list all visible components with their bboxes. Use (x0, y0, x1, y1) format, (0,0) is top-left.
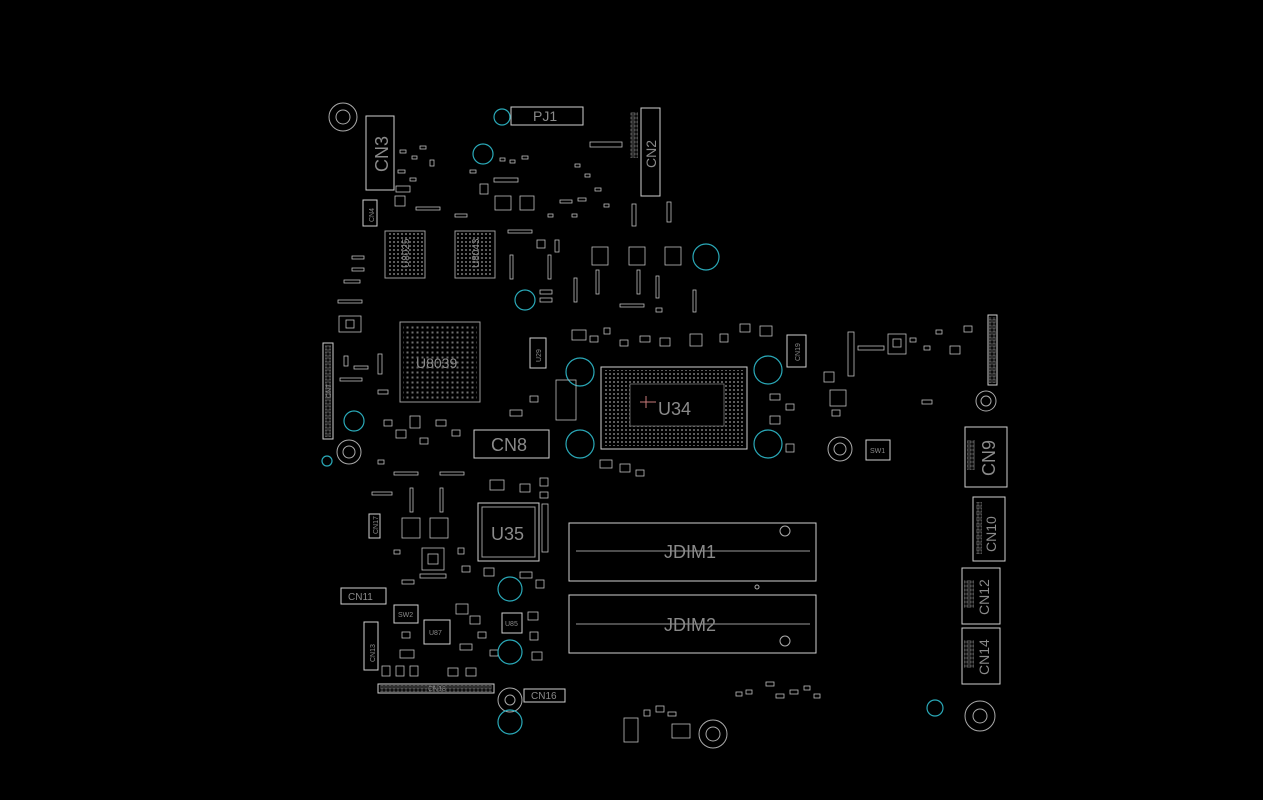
cn18-label: CN18 (428, 686, 446, 693)
u34-label: U34 (658, 399, 691, 419)
via-hole (514, 289, 536, 311)
switch-sw1[interactable]: SW1 (865, 439, 891, 461)
smd-cluster-left-mid (393, 517, 471, 585)
cn17-label: CN17 (373, 516, 380, 534)
cn7-label: CN7 (326, 384, 333, 398)
chip-u87[interactable]: U87 (423, 619, 451, 645)
connector-cn18[interactable]: CN18 (377, 683, 495, 694)
smd-cluster-top (394, 141, 672, 253)
chip-u85[interactable]: U85 (501, 612, 523, 634)
cn8-label: CN8 (491, 435, 527, 455)
connector-cn11[interactable]: CN11 (340, 587, 387, 605)
mounting-hole-mid-right (827, 436, 853, 462)
cn4-label: CN4 (369, 208, 376, 222)
connector-pj1[interactable]: PJ1 (493, 106, 584, 126)
pj1-label: PJ1 (533, 108, 557, 124)
mounting-hole-top-left (328, 102, 358, 132)
cn12-label: CN12 (976, 579, 992, 615)
u29-label: U29 (536, 349, 543, 362)
chip-u8039[interactable]: U8039 (399, 321, 481, 403)
smd-cluster-left-lower (371, 415, 465, 513)
smd-cluster-right-top (823, 325, 973, 417)
connector-cn7[interactable]: CN7 (322, 342, 334, 440)
connector-cn19[interactable]: CN19 (786, 334, 807, 368)
smd-cluster-u35-area (483, 477, 549, 589)
cn19-label: CN19 (795, 343, 802, 361)
via-hole (692, 243, 720, 271)
mounting-hole-left-mid (336, 439, 362, 465)
via-hole (497, 709, 523, 735)
jdim2-label: JDIM2 (664, 615, 716, 635)
connector-cn3[interactable]: CN3 (365, 115, 395, 191)
smd-cluster-left (337, 255, 389, 395)
cn9-label: CN9 (979, 440, 999, 476)
chip-u8025[interactable]: U8025 (384, 230, 426, 279)
u35-label: U35 (491, 524, 524, 544)
jdim1-label: JDIM1 (664, 542, 716, 562)
holes-around-cpu (565, 355, 783, 459)
switch-sw2[interactable]: SW2 (393, 604, 419, 624)
connector-cn4[interactable]: CN4 (362, 199, 378, 227)
sw1-label: SW1 (870, 448, 885, 455)
dimm-slot-jdim2[interactable]: JDIM2 (568, 594, 817, 654)
connector-cn10[interactable]: CN10 (972, 496, 1006, 562)
mounting-hole-right-top (975, 390, 997, 412)
cn11-label: CN11 (348, 592, 373, 603)
via-hole (497, 576, 523, 602)
chip-u8043[interactable]: U8043 (454, 230, 496, 279)
connector-cn2[interactable]: CN2 (630, 107, 661, 197)
u8039-label: U8039 (416, 355, 457, 371)
connector-right-strip[interactable] (987, 314, 998, 386)
via-hole (497, 639, 523, 665)
u8025-label: U8025 (401, 238, 412, 268)
via-hole (321, 455, 333, 467)
via-hole (343, 410, 365, 432)
u87-label: U87 (429, 630, 442, 637)
chip-u35[interactable]: U35 (477, 502, 540, 562)
chip-u29[interactable]: U29 (529, 337, 547, 369)
smd-cluster-mid-top (509, 246, 697, 313)
connector-cn17[interactable]: CN17 (368, 513, 381, 539)
sw2-label: SW2 (398, 612, 413, 619)
connector-cn14[interactable]: CN14 (961, 627, 1001, 685)
connector-cn12[interactable]: CN12 (961, 567, 1001, 625)
mounting-hole-bottom-mid (497, 687, 523, 713)
cn10-label: CN10 (983, 516, 999, 552)
cn2-label: CN2 (643, 140, 659, 168)
connector-cn9[interactable]: CN9 (964, 426, 1008, 488)
via-hole (926, 699, 944, 717)
mounting-hole-bottom-center (698, 719, 728, 749)
dimm-slot-jdim1[interactable]: JDIM1 (568, 522, 817, 590)
u8043-label: U8043 (471, 238, 482, 268)
cn14-label: CN14 (976, 639, 992, 675)
cpu-u34[interactable]: U34 (600, 366, 748, 450)
via-hole (472, 143, 494, 165)
u85-label: U85 (505, 621, 518, 628)
smd-cluster-bottom-center (623, 681, 821, 743)
smd-cluster-bottom-left (381, 603, 543, 677)
cn3-label: CN3 (372, 136, 392, 172)
connector-cn16[interactable]: CN16 (523, 688, 566, 703)
smd-cluster-cpu-left (509, 323, 795, 477)
mounting-hole-bottom-right (964, 700, 996, 732)
connector-cn13[interactable]: CN13 (363, 621, 379, 671)
connector-cn8[interactable]: CN8 (473, 429, 550, 459)
cn13-label: CN13 (370, 644, 377, 662)
cn16-label: CN16 (531, 691, 557, 702)
